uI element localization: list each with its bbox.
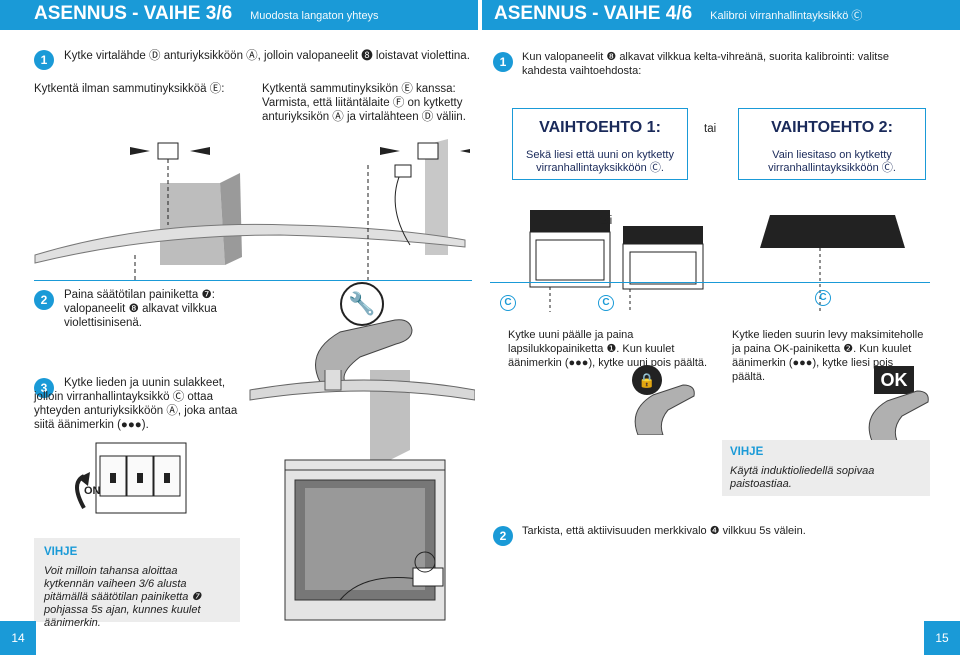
hood-illustration (34, 139, 470, 280)
left-step1-text: Kytke virtalähde Ⓓ anturiyksikköön Ⓐ, jo… (64, 50, 470, 62)
right-subtitle: Kalibroi virranhallintayksikkö Ⓒ (710, 10, 863, 22)
option1-title: VAIHTOEHTO 1: (539, 119, 661, 136)
left-tip-title: VIHJE (44, 546, 78, 558)
right-tip: VIHJE Käytä induktioliedellä sopivaa pai… (722, 440, 930, 496)
option2-box: VAIHTOEHTO 2: Vain liesitaso on kytketty… (738, 108, 926, 180)
c-label-2: C (598, 295, 614, 311)
option1-box: VAIHTOEHTO 1: Sekä liesi että uuni on ky… (512, 108, 688, 180)
c-label-1: C (500, 295, 516, 311)
breaker-illustration (75, 442, 187, 514)
left-tip-body: Voit milloin tahansa aloittaa kytkennän … (44, 565, 202, 629)
left-step2-number: 2 (34, 290, 54, 310)
finger-ok-illustration (868, 390, 929, 441)
right-step2-number: 2 (493, 526, 513, 546)
option1-body: Sekä liesi että uuni on kytketty virranh… (526, 149, 674, 174)
ok-button-icon: OK (874, 366, 914, 394)
finger-illustration (315, 319, 413, 382)
text-hob: Kytke lieden suurin levy maksimiteholle … (732, 329, 924, 383)
or-label-2: tai (600, 215, 613, 227)
label-without-switch: Kytkentä ilman sammutinyksikköä Ⓔ: (34, 83, 225, 95)
option2-body: Vain liesitaso on kytketty virranhallint… (768, 149, 896, 174)
c-label-3: C (815, 290, 831, 306)
finger-lock-illustration (634, 384, 695, 435)
or-label-1: tai (704, 123, 717, 135)
left-title: ASENNUS - VAIHE 3/6 (34, 3, 233, 24)
left-step3-text: Kytke lieden ja uunin sulakkeet, jolloin… (34, 377, 238, 431)
option2-title: VAIHTOEHTO 2: (771, 119, 893, 136)
label-with-switch-body: Varmista, että liitäntälaite Ⓕ on kytket… (262, 97, 466, 123)
wrench-icon: 🔧 (340, 282, 384, 326)
on-label: ON (84, 485, 101, 497)
lock-icon: 🔒 (632, 365, 662, 395)
right-title: ASENNUS - VAIHE 4/6 (494, 3, 693, 24)
label-with-switch-title: Kytkentä sammutinyksikön Ⓔ kanssa: (262, 83, 456, 95)
left-tip: VIHJE Voit milloin tahansa aloittaa kytk… (34, 538, 240, 629)
left-subtitle: Muodosta langaton yhteys (250, 10, 379, 22)
right-step1-text: Kun valopaneelit ❽ alkavat vilkkua kelta… (522, 51, 889, 77)
right-tip-title: VIHJE (730, 446, 764, 458)
left-page-number: 14 (0, 621, 36, 655)
right-tip-body: Käytä induktioliedellä sopivaa paistoast… (730, 465, 875, 490)
text-oven: Kytke uuni päälle ja paina lapsilukkopai… (508, 329, 708, 369)
left-step1-number: 1 (34, 50, 54, 70)
left-step3-number: 3 (34, 378, 54, 398)
right-header: ASENNUS - VAIHE 4/6 Kalibroi virranhalli… (482, 0, 960, 30)
right-page-number: 15 (924, 621, 960, 655)
right-step2-text: Tarkista, että aktiivisuuden merkkivalo … (522, 525, 806, 537)
right-step1-number: 1 (493, 52, 513, 72)
cookers-illustration (529, 210, 905, 312)
left-step2-text: Paina säätötilan painiketta ❼: valopanee… (64, 289, 217, 329)
left-header: ASENNUS - VAIHE 3/6 Muodosta langaton yh… (0, 0, 478, 30)
oven-illustration (249, 370, 475, 621)
